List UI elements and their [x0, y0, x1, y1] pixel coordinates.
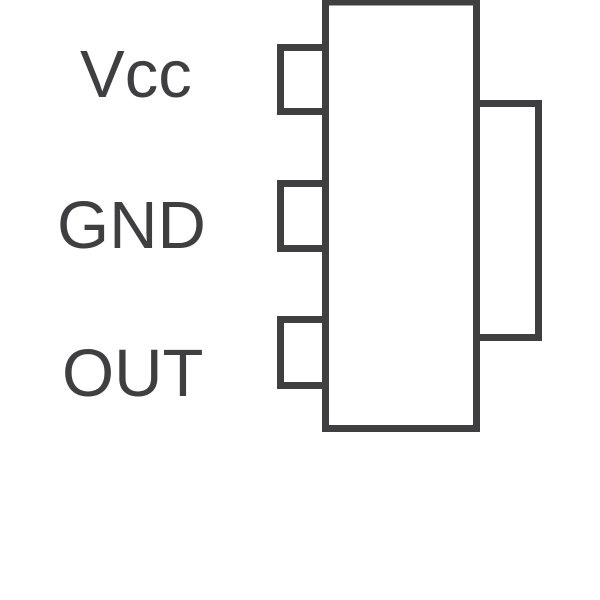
pin-label-out: OUT	[62, 336, 204, 411]
pin-2-lead	[277, 180, 329, 252]
pin-label-gnd: GND	[57, 188, 206, 263]
heat-tab	[469, 100, 542, 341]
pin-label-vcc: Vcc	[80, 37, 192, 112]
package-body	[322, 0, 480, 432]
pin-1-lead	[277, 44, 329, 115]
pin-3-lead	[277, 316, 329, 389]
